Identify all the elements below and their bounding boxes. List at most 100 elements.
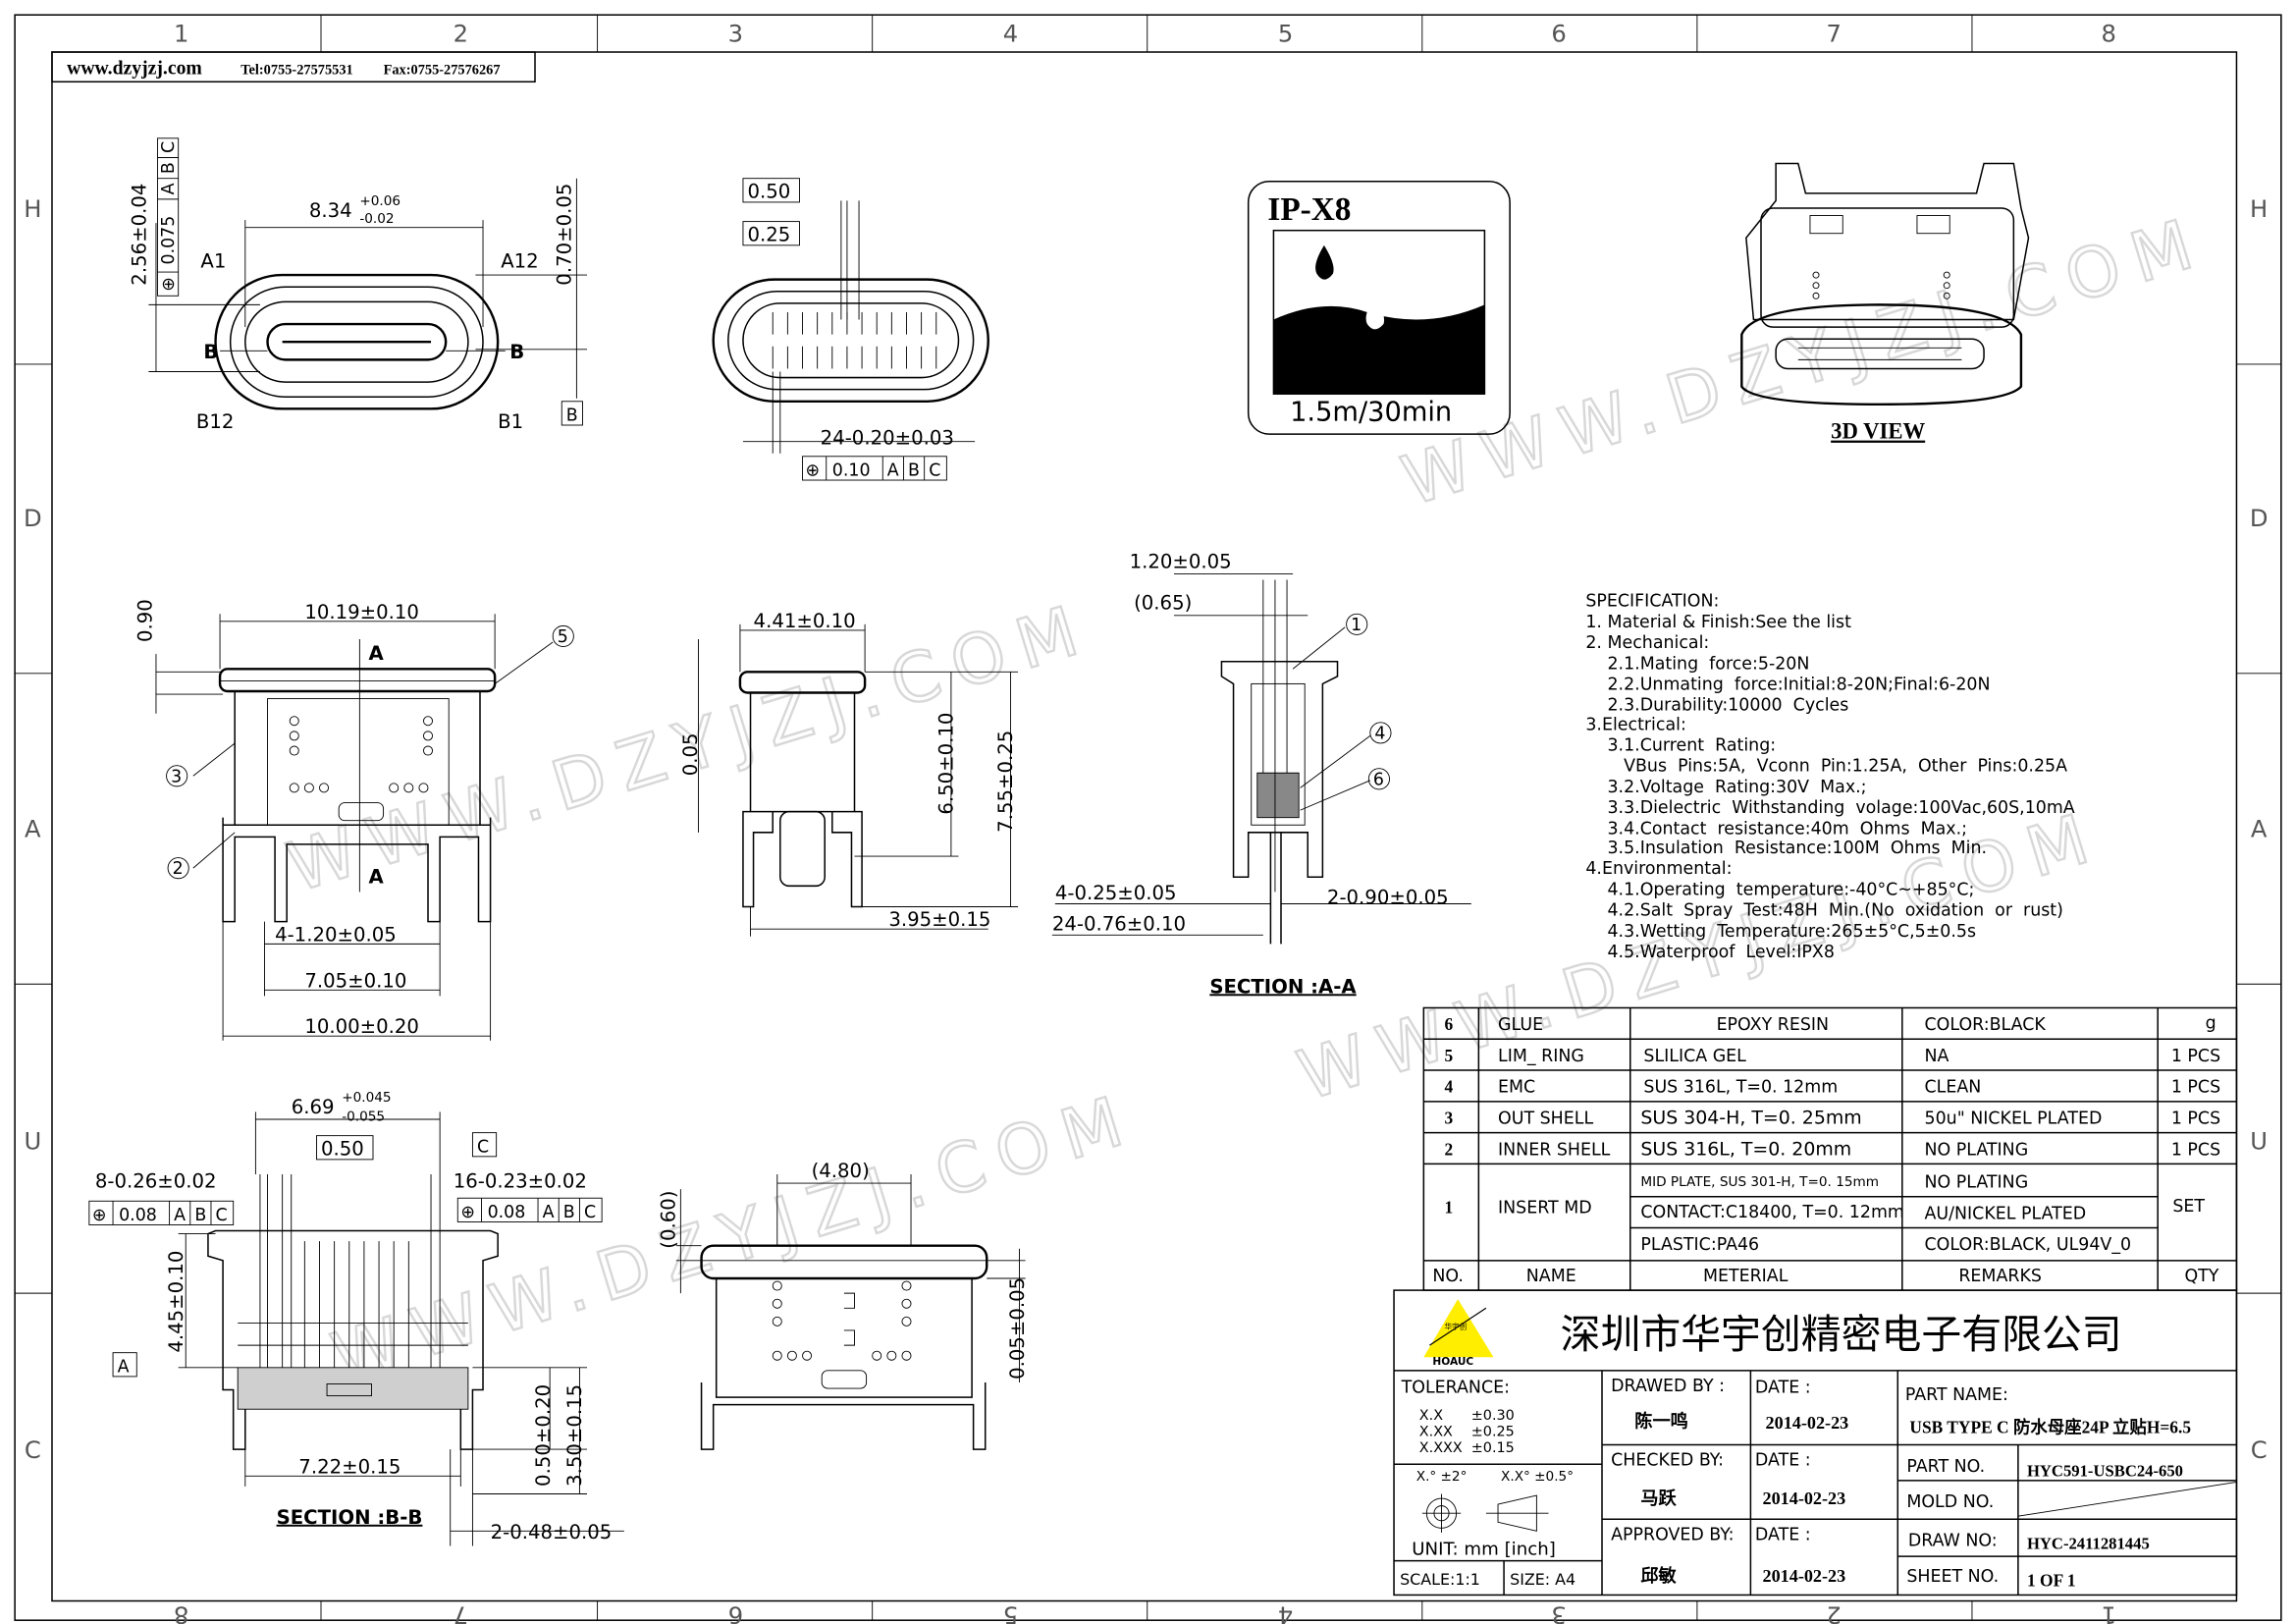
bom-header-material: METERIAL: [1703, 1267, 1789, 1286]
bom-header-qty: QTY: [2184, 1267, 2218, 1286]
approved-date: 2014-02-23: [1763, 1566, 1846, 1586]
dim-right-pins: 16-0.23±0.02: [454, 1170, 587, 1193]
angle-tolerance: X.° ±2°: [1416, 1469, 1468, 1485]
dim-width: 8.34: [309, 199, 352, 222]
dim-pin-pitch: 24-0.20±0.03: [821, 427, 954, 450]
spec-line: 3.5.Insulation Resistance:100M Ohms Min.: [1585, 839, 1987, 858]
date-label: DATE :: [1755, 1525, 1811, 1544]
fcf-datum: A: [543, 1203, 555, 1222]
spec-line: 2.1.Mating force:5-20N: [1585, 654, 1809, 674]
fcf-datum: C: [159, 141, 179, 153]
dim-pitch: 24-0.76±0.10: [1052, 913, 1186, 936]
bom-material: CONTACT:C18400, T=0. 12mm: [1640, 1203, 1904, 1222]
bom-remarks: COLOR:BLACK: [1925, 1015, 2047, 1035]
balloon-6: 6: [1373, 770, 1384, 789]
spec-line: 3.1.Current Rating:: [1585, 736, 1776, 756]
dim-pin: 4-0.25±0.05: [1055, 882, 1177, 904]
spec-line: 4.1.Operating temperature:-40°C~+85°C;: [1585, 880, 1974, 899]
front-elevation-view: 0.90 10.19±0.10 A A 5 3 2 4-1.20±0.05 7.…: [133, 599, 574, 1041]
bom-row: 5 LIM_ RING SLILICA GEL NA 1 PCS: [1445, 1046, 2221, 1066]
balloon-3: 3: [171, 767, 182, 786]
company-logo: 华宇创 HOAUC: [1423, 1299, 1494, 1368]
fcf-datum: B: [908, 460, 920, 480]
position-icon: ⊕: [92, 1206, 107, 1225]
spec-line: 3.4.Contact resistance:40m Ohms Max.;: [1585, 819, 1967, 839]
bom-no: 6: [1445, 1014, 1454, 1034]
section-marker-b: B: [509, 341, 524, 363]
drawn-date: 2014-02-23: [1766, 1413, 1849, 1433]
bom-qty: 1 PCS: [2171, 1110, 2220, 1129]
contact-view: 0.50 0.25 24-0.20±0.03 ⊕ 0.10 A B C: [712, 178, 989, 480]
fcf-datum: A: [159, 183, 179, 194]
tolerance-value: ±0.25: [1471, 1424, 1515, 1439]
spec-line: 4.5.Waterproof Level:IPX8: [1585, 943, 1835, 962]
dim-width: 6.69: [292, 1096, 335, 1118]
feature-control-frame: C B A 0.075 ⊕: [157, 137, 179, 297]
bom-qty: g: [2206, 1014, 2216, 1034]
bom-no: 4: [1445, 1077, 1454, 1097]
fcf-tolerance: 0.08: [488, 1203, 526, 1222]
bom-row: 3 OUT SHELL SUS 304-H, T=0. 25mm 50u" NI…: [1445, 1108, 2221, 1129]
sheet-no-label: SHEET NO.: [1906, 1567, 1999, 1587]
spec-line: 3.3.Dielectric Withstanding volage:100Va…: [1585, 798, 2074, 818]
section-a-a-title: SECTION :A-A: [1209, 975, 1357, 998]
section-marker-a: A: [368, 642, 384, 665]
projection-symbol-icon: [1421, 1493, 1549, 1533]
sheet-no: 1 OF 1: [2027, 1570, 2076, 1590]
section-marker-a: A: [368, 865, 384, 888]
fcf-datum: B: [194, 1206, 206, 1225]
feature-control-frame: ⊕ 0.10 A B C: [802, 456, 947, 480]
bom-material: SUS 316L, T=0. 12mm: [1643, 1078, 1838, 1098]
dim-top: (4.80): [812, 1160, 870, 1182]
dim-box-width: 0.25: [747, 223, 790, 245]
bom-material: PLASTIC:PA46: [1640, 1235, 1759, 1255]
grid-col-label: 2: [454, 20, 468, 47]
pin-label-a12: A12: [501, 250, 539, 273]
fcf-tolerance: 0.10: [832, 460, 871, 480]
balloon-2: 2: [173, 859, 184, 879]
tolerance-format: X.XX: [1419, 1424, 1453, 1439]
pin-label-a1: A1: [200, 250, 226, 273]
dim-height-1: 6.50±0.10: [934, 713, 957, 815]
grid-col-label: 6: [1551, 20, 1566, 47]
grid-row-label: H: [2250, 195, 2268, 223]
website-text: www.dzyjzj.com: [67, 58, 202, 80]
spec-heading: SPECIFICATION:: [1585, 592, 1719, 612]
grid-row-label: A: [25, 815, 41, 842]
spec-line: 2.2.Unmating force:Initial:8-20N;Final:6…: [1585, 675, 1990, 694]
bom-no: 1: [1445, 1197, 1454, 1217]
bom-remarks: AU/NICKEL PLATED: [1925, 1204, 2087, 1223]
tolerance-value: ±0.15: [1471, 1440, 1515, 1456]
3d-view: 3D VIEW: [1740, 162, 2030, 444]
date-label: DATE :: [1755, 1379, 1811, 1398]
size-text: SIZE: A4: [1510, 1570, 1575, 1589]
grid-col-label: 3: [728, 20, 743, 47]
balloon-1: 1: [1351, 616, 1362, 635]
droplet-icon: [1315, 244, 1334, 280]
scale-text: SCALE:1:1: [1400, 1570, 1480, 1589]
spec-line: 4.Environmental:: [1585, 859, 1732, 879]
pin-label-b1: B1: [498, 410, 523, 433]
grid-col-label: 7: [1826, 20, 1841, 47]
bom-name: GLUE: [1498, 1015, 1543, 1035]
bom-name: LIM_ RING: [1498, 1047, 1584, 1066]
rear-view: (4.80) (0.60) 0.05±0.05: [657, 1160, 1029, 1450]
bom-name: INNER SHELL: [1498, 1140, 1611, 1160]
dim-foot: 2-0.48±0.05: [491, 1521, 613, 1543]
section-b-b: 6.69 +0.045 -0.055 0.50 C 8-0.26±0.02 16…: [88, 1090, 624, 1546]
spec-line: 1. Material & Finish:See the list: [1585, 613, 1851, 632]
tolerance-label: TOLERANCE:: [1401, 1379, 1510, 1398]
front-view: 8.34 +0.06 -0.02 A1 A12 B12 B1 B B 2.56±…: [128, 137, 587, 433]
unit-text: UNIT: mm [inch]: [1412, 1540, 1556, 1560]
grid-row-label: C: [25, 1436, 41, 1464]
drawed-by-label: DRAWED BY :: [1611, 1377, 1725, 1396]
grid-row-label: A: [2251, 815, 2268, 842]
bom-table: 6 GLUE EPOXY RESIN COLOR:BLACK g 5 LIM_ …: [1422, 1006, 2238, 1291]
dim-height-2: 7.55±0.25: [994, 731, 1017, 833]
fcf-tolerance: 0.075: [159, 216, 179, 265]
dim-height: 4.45±0.10: [165, 1251, 187, 1353]
approved-by-label: APPROVED BY:: [1611, 1525, 1734, 1544]
draw-no: HYC-2411281445: [2027, 1535, 2150, 1553]
bom-remarks: NA: [1925, 1047, 1949, 1066]
part-name-label: PART NAME:: [1905, 1385, 2008, 1405]
